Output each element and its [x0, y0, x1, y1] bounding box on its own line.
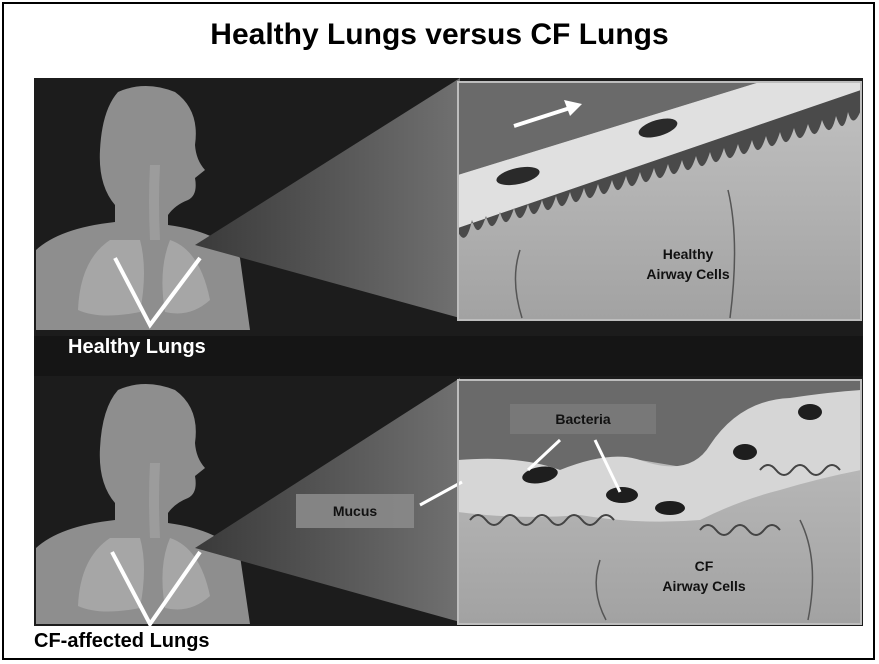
cf-airway-cells-label: CF Airway Cells: [634, 556, 774, 596]
healthy-trachea: [149, 165, 160, 240]
cf-bacteria-blob-5: [798, 404, 822, 420]
healthy-airway-cells-label: Healthy Airway Cells: [618, 244, 758, 284]
cf-cells-line2: Airway Cells: [634, 576, 774, 596]
cf-bacteria-blob-4: [733, 444, 757, 460]
healthy-lungs-caption: Healthy Lungs: [68, 336, 206, 359]
healthy-airway-detail: [458, 82, 861, 320]
cf-bacteria-blob-3: [655, 501, 685, 515]
bacteria-label: Bacteria: [510, 409, 656, 429]
cf-trachea: [149, 463, 160, 538]
healthy-cells-line1: Healthy: [618, 244, 758, 264]
cf-bacteria-blob-2: [606, 487, 638, 503]
mucus-label: Mucus: [296, 501, 414, 521]
cf-lungs-caption: CF-affected Lungs: [34, 630, 210, 653]
cf-cells-line1: CF: [634, 556, 774, 576]
healthy-cells-line2: Airway Cells: [618, 264, 758, 284]
